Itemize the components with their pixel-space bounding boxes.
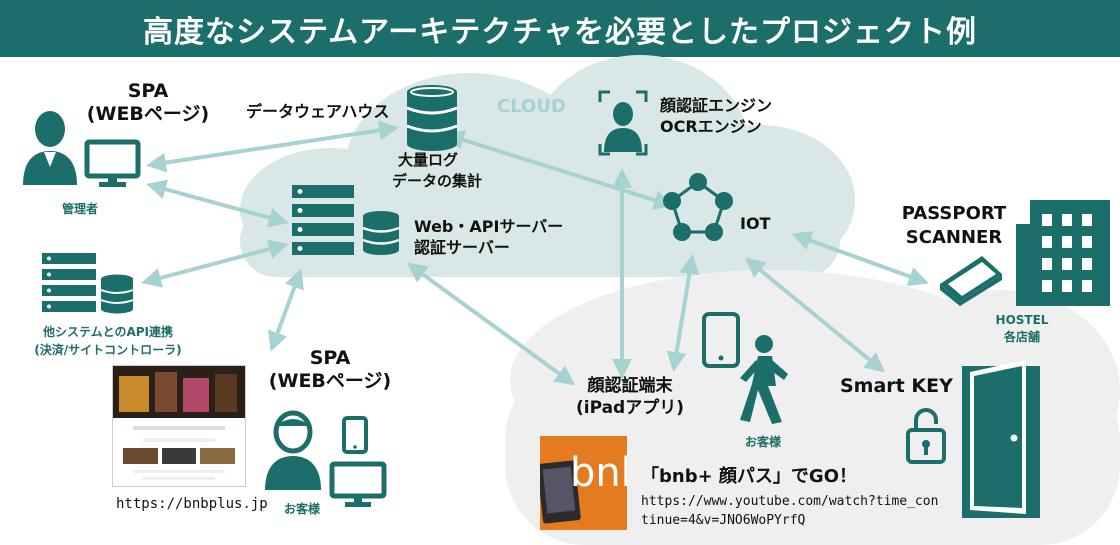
- database-icon: [406, 85, 458, 151]
- video-title: 「bnb+ 顔パス」でGO！: [641, 466, 858, 487]
- connection-arrows: [141, 120, 929, 386]
- spa-guest-title: SPA (WEBページ): [260, 347, 400, 393]
- hostel-line2: 各店舗: [1003, 330, 1040, 344]
- video-url-line2: tinue=4&v=JNO6WoPYrfQ: [641, 513, 806, 528]
- face-engine-label: 顔認証エンジン OCRエンジン: [660, 95, 772, 137]
- passport-label: PASSPORT SCANNER: [892, 202, 1016, 250]
- admin-user-icon: [23, 111, 77, 185]
- other-systems-line2: (決済/サイトコントローラ): [34, 343, 182, 357]
- smartphone-icon: [702, 312, 740, 368]
- door-icon: [962, 360, 1040, 518]
- monitor-icon: [329, 461, 387, 507]
- website-screenshot[interactable]: [112, 365, 246, 487]
- web-api-line2: 認証サーバー: [414, 238, 510, 257]
- video-thumbnail[interactable]: bnb: [540, 436, 627, 530]
- tablet-icon: [342, 416, 368, 454]
- hostel-line1: HOSTEL: [995, 313, 1049, 327]
- bnbplus-url-link[interactable]: https://bnbplus.jp: [116, 496, 268, 512]
- spa-admin-title-line1: SPA: [127, 80, 169, 102]
- face-terminal-line2: (iPadアプリ): [575, 398, 684, 418]
- other-systems-line1: 他システムとのAPI連携: [42, 325, 174, 339]
- server-rack-icon: [42, 253, 96, 312]
- iot-label: IOT: [740, 214, 771, 233]
- scanner-icon: [940, 256, 1002, 306]
- video-url-line1: https://www.youtube.com/watch?time_con: [641, 494, 939, 509]
- web-api-line1: Web・APIサーバー: [414, 217, 564, 236]
- other-systems-label: 他システムとのAPI連携 (決済/サイトコントローラ): [8, 323, 208, 359]
- passport-line2: SCANNER: [905, 227, 1003, 248]
- guest-user-icon: [265, 410, 321, 490]
- hostel-label: HOSTEL 各店舗: [972, 312, 1072, 346]
- database-icon: [362, 211, 400, 255]
- passport-line1: PASSPORT: [901, 203, 1007, 224]
- guest-caption: お客様: [283, 502, 320, 516]
- database-icon: [100, 274, 134, 314]
- face-recognition-icon: [598, 90, 648, 156]
- web-api-label: Web・APIサーバー 認証サーバー: [414, 216, 563, 258]
- smart-key-label: Smart KEY: [840, 375, 953, 397]
- video-url-link[interactable]: https://www.youtube.com/watch?time_con t…: [641, 492, 938, 530]
- admin-caption: 管理者: [61, 202, 98, 216]
- iot-network-icon: [663, 173, 733, 241]
- spa-admin-title-line2: (WEBページ): [86, 103, 210, 125]
- spa-guest-title-line1: SPA: [309, 347, 351, 369]
- cloud-label: CLOUD: [497, 96, 566, 117]
- warehouse-caption-line2: データの集計: [392, 172, 483, 190]
- face-terminal-line1: 顔認証端末: [587, 376, 673, 396]
- warehouse-label: データウェアハウス: [246, 102, 390, 121]
- face-engine-line2: OCRエンジン: [660, 117, 762, 136]
- warehouse-caption-line1: 大量ログ: [398, 151, 459, 169]
- spa-admin-title: SPA (WEBページ): [78, 80, 218, 126]
- server-rack-icon: [292, 185, 354, 255]
- spa-guest-title-line2: (WEBページ): [268, 370, 392, 392]
- face-engine-line1: 顔認証エンジン: [660, 96, 773, 115]
- monitor-icon: [84, 139, 141, 187]
- walking-person-icon: [740, 335, 788, 424]
- walking-guest-caption: お客様: [744, 435, 781, 449]
- video-thumb-text: bnb: [570, 450, 627, 496]
- face-terminal-label: 顔認証端末 (iPadアプリ): [575, 375, 685, 419]
- page-title: 高度なシステムアーキテクチャを必要としたプロジェクト例: [0, 0, 1120, 57]
- warehouse-caption: 大量ログ データの集計: [392, 150, 482, 192]
- unlock-icon: [906, 408, 946, 464]
- building-icon: [1016, 200, 1110, 306]
